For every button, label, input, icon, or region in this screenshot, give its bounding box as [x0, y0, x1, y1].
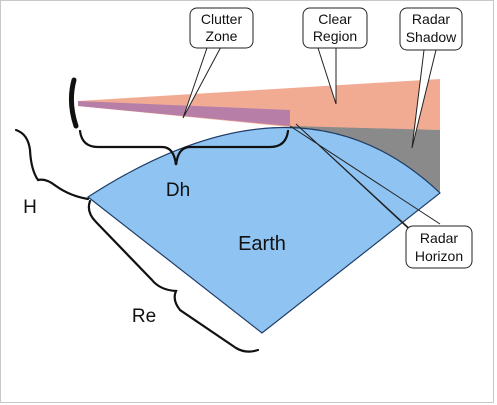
clear-region-callout: Clear Region: [302, 7, 368, 49]
clutter-zone-label-line2: Zone: [206, 28, 238, 44]
clutter-zone: [78, 101, 290, 126]
radar-horizon-label-line2: Horizon: [415, 248, 463, 264]
radar-horizon-label-line1: Radar: [420, 230, 458, 246]
re-label: Re: [132, 306, 156, 327]
clear-region-box: [302, 7, 368, 49]
radar-antenna: [68, 77, 79, 129]
radar-beam: [78, 79, 440, 130]
re-brace: [87, 199, 260, 353]
clutter-zone-label-line1: Clutter: [201, 11, 243, 27]
radar-horizon-box: [405, 225, 473, 269]
radar-horizon-callout: Radar Horizon: [405, 225, 473, 269]
earth-label: Earth: [238, 233, 286, 255]
clear-region-label-line2: Region: [313, 28, 357, 44]
dh-brace: [78, 129, 290, 166]
clutter-zone-callout: Clutter Zone: [189, 7, 254, 49]
h-label: H: [23, 197, 37, 218]
earth-sector: [86, 126, 441, 334]
clear-region-label-line1: Clear: [318, 11, 352, 27]
h-brace: [14, 128, 90, 201]
radar-shadow-box: [399, 7, 463, 51]
radar-shadow-label-line1: Radar: [412, 11, 450, 27]
radar-shadow-label-line2: Shadow: [406, 29, 457, 45]
dh-label: Dh: [166, 180, 190, 201]
clutter-zone-box: [189, 7, 254, 49]
radar-shadow-callout: Radar Shadow: [399, 7, 463, 51]
